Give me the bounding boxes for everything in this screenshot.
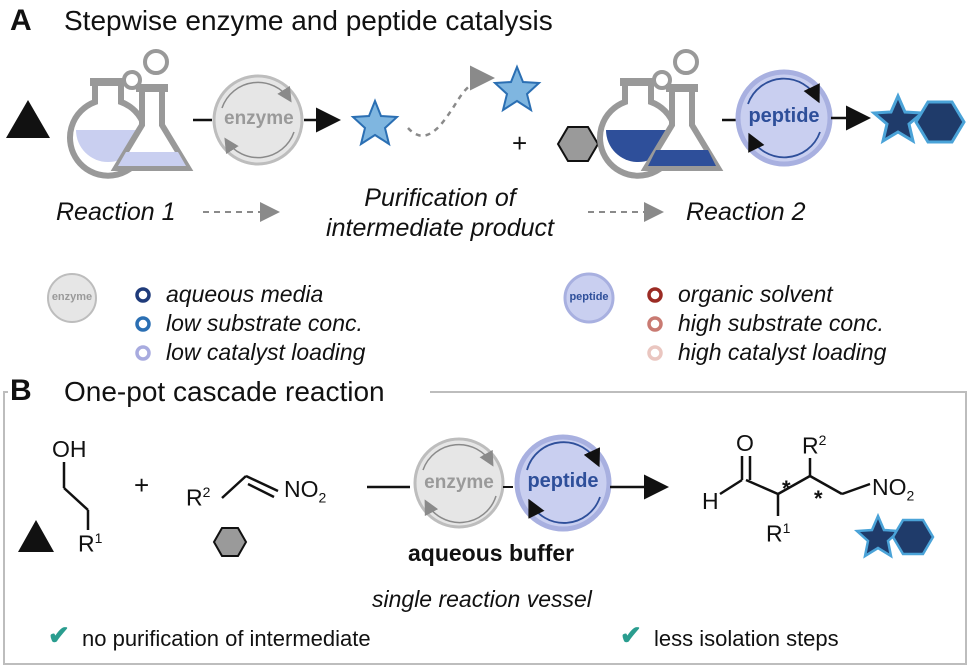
legend-peptide-icon — [563, 272, 615, 324]
flask-icon-2 — [597, 49, 724, 179]
plus-sign-b: + — [134, 470, 150, 500]
legend-item-low-substrate: low substrate conc. — [166, 310, 363, 336]
peptide-catalyst-b — [514, 434, 612, 532]
peptide-catalyst-a — [735, 69, 833, 167]
r-superscript-2: 2 — [202, 484, 211, 500]
legend-item-low-catalyst: low catalyst loading — [166, 339, 366, 365]
legend-item-high-catalyst: high catalyst loading — [678, 339, 887, 365]
enzyme-catalyst-b — [413, 437, 505, 529]
stereocenter-marker-1: * — [782, 476, 791, 501]
purification-path — [407, 65, 495, 137]
no-subscript: 2 — [906, 487, 915, 504]
single-vessel-label: single reaction vessel — [372, 586, 592, 612]
alcohol-structure — [62, 462, 90, 530]
r-symbol: R — [186, 484, 203, 511]
triangle-reactant-icon — [6, 100, 50, 138]
flask-icon-1 — [67, 49, 194, 179]
r-symbol: R — [802, 432, 819, 459]
r2-label-product: R2 — [802, 432, 826, 460]
enzyme-label-a: enzyme — [224, 108, 294, 129]
panel-b-frame — [3, 391, 967, 665]
legend-item-high-substrate: high substrate conc. — [678, 310, 884, 336]
r-superscript-2: 2 — [818, 432, 827, 448]
r2-label-reactant: R2 — [186, 484, 210, 512]
reaction-2-label: Reaction 2 — [686, 198, 806, 226]
star-purified-icon — [492, 64, 542, 113]
check-icon-1: ✔ — [48, 620, 70, 650]
check-text-2: less isolation steps — [654, 626, 839, 651]
purification-label-line2: intermediate product — [326, 214, 554, 242]
purification-label-line1: Purification of — [364, 184, 516, 212]
r-superscript-1: 1 — [782, 520, 791, 536]
plus-sign-a: + — [512, 128, 528, 158]
r1-label-reactant: R1 — [78, 530, 102, 558]
peptide-label-b: peptide — [527, 470, 599, 492]
no-symbol: NO — [872, 474, 907, 500]
no-subscript: 2 — [318, 489, 327, 506]
check-icon-2: ✔ — [620, 620, 642, 650]
product-structure — [719, 456, 871, 516]
r1-label-product: R1 — [766, 520, 790, 548]
nitroalkene-structure — [221, 474, 279, 499]
legend-item-aqueous: aqueous media — [166, 281, 324, 307]
legend-dot-high-substrate — [647, 316, 663, 332]
legend-dot-high-catalyst — [647, 345, 663, 361]
oh-label: OH — [52, 436, 87, 462]
product-star-hexagon-icon-b — [853, 512, 935, 559]
hexagon-reactant-b-icon — [212, 527, 248, 557]
legend-enzyme-icon-label: enzyme — [51, 291, 93, 303]
r-symbol: R — [78, 530, 95, 557]
legend-dot-low-substrate — [135, 316, 151, 332]
legend-item-organic: organic solvent — [678, 281, 833, 307]
product-star-hexagon-icon-a — [870, 92, 966, 145]
aqueous-buffer-label: aqueous buffer — [408, 540, 575, 566]
legend-dot-low-catalyst — [135, 345, 151, 361]
panel-b-title: One-pot cascade reaction — [64, 376, 385, 407]
peptide-label-a: peptide — [748, 105, 820, 127]
panel-b-letter: B — [10, 374, 32, 407]
panel-a-letter: A — [10, 4, 32, 37]
stereocenter-marker-2: * — [814, 486, 823, 511]
check-text-1: no purification of intermediate — [82, 626, 371, 651]
o-label: O — [736, 430, 754, 456]
panel-a-title: Stepwise enzyme and peptide catalysis — [64, 5, 553, 36]
no-symbol: NO — [284, 476, 319, 502]
no2-label-reactant: NO2 — [284, 476, 326, 506]
r-symbol: R — [766, 520, 783, 547]
r-superscript-1: 1 — [94, 530, 103, 546]
legend-dot-aqueous — [135, 287, 151, 303]
no2-label-product: NO2 — [872, 474, 914, 504]
hexagon-reactant-icon — [556, 126, 600, 162]
legend-dot-organic — [647, 287, 663, 303]
h-label: H — [702, 488, 719, 514]
enzyme-catalyst-a — [212, 74, 304, 166]
reaction-1-label: Reaction 1 — [56, 198, 176, 226]
star-intermediate-icon — [350, 98, 400, 147]
legend-enzyme-icon — [47, 273, 97, 323]
legend-peptide-icon-label: peptide — [569, 291, 609, 303]
enzyme-label-b: enzyme — [424, 472, 494, 493]
triangle-reactant-b-icon — [18, 520, 54, 552]
